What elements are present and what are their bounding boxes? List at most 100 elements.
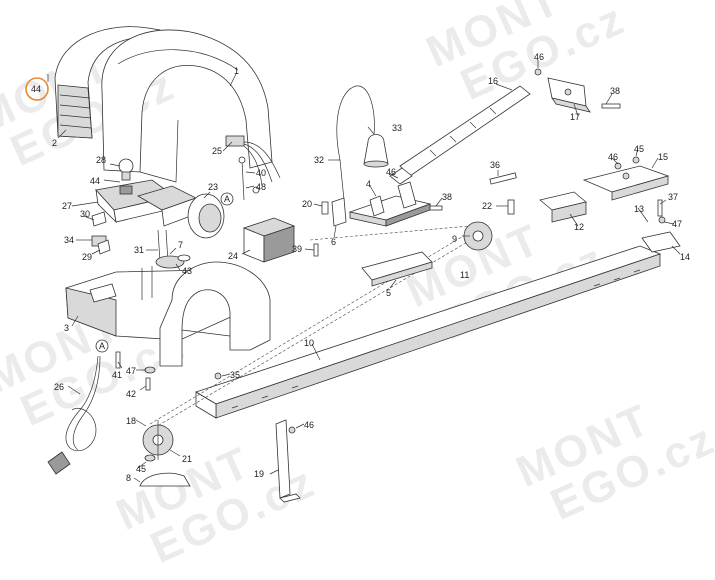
label-8: 8 xyxy=(126,473,131,483)
label-40: 40 xyxy=(256,168,266,178)
label-48: 48 xyxy=(256,182,266,192)
rail-part xyxy=(195,245,662,419)
bracket-part-12 xyxy=(539,191,587,223)
label-38-b: 38 xyxy=(610,86,620,96)
label-2: 2 xyxy=(52,138,57,148)
label-4: 4 xyxy=(366,179,371,189)
label-9: 9 xyxy=(452,234,457,244)
exploded-parts-diagram: 44 2 1 28 44 27 30 34 29 25 40 48 23 A 3… xyxy=(25,26,690,503)
label-13: 13 xyxy=(634,204,644,214)
small-part-30 xyxy=(91,211,107,227)
label-25: 25 xyxy=(212,146,222,156)
label-37: 37 xyxy=(668,192,678,202)
label-28: 28 xyxy=(96,155,106,165)
bracket-part-6 xyxy=(331,197,347,227)
hanger-strap-part-19 xyxy=(275,419,301,503)
carriage-part-4 xyxy=(348,181,432,227)
label-44-highlight: 44 xyxy=(31,84,41,94)
leader-lines xyxy=(47,60,681,483)
label-46-c: 46 xyxy=(608,152,618,162)
label-27: 27 xyxy=(62,201,72,211)
screw-part-42 xyxy=(145,377,151,391)
label-1: 1 xyxy=(234,66,239,76)
screw-part-41 xyxy=(115,351,121,369)
washer-part-47 xyxy=(144,366,156,374)
motor-part xyxy=(136,185,225,263)
label-47-a: 47 xyxy=(672,219,682,229)
label-33: 33 xyxy=(392,123,402,133)
label-11: 11 xyxy=(460,270,469,280)
washer-part-45b xyxy=(144,454,156,462)
handle-bell-part xyxy=(363,134,389,168)
bolt-part-38a xyxy=(429,205,443,211)
label-3: 3 xyxy=(64,323,69,333)
nut-part-45a xyxy=(632,156,640,164)
highlight-ring-44 xyxy=(25,77,49,101)
label-36: 36 xyxy=(490,160,500,170)
door-bracket-part xyxy=(547,77,591,113)
label-19: 19 xyxy=(254,469,264,479)
label-30: 30 xyxy=(80,209,90,219)
bracket-part-14 xyxy=(641,231,681,253)
label-29: 29 xyxy=(82,252,92,262)
nut-part-46b xyxy=(534,68,542,76)
label-26: 26 xyxy=(54,382,64,392)
label-14: 14 xyxy=(680,252,690,262)
bolt-part-37 xyxy=(657,199,663,217)
power-cord-part xyxy=(47,340,108,475)
label-12: 12 xyxy=(574,222,584,232)
base-plate-part-8 xyxy=(139,472,191,487)
label-a-2: A xyxy=(99,341,105,351)
label-18: 18 xyxy=(126,416,136,426)
label-a-1: A xyxy=(224,194,230,204)
transformer-part xyxy=(242,217,296,263)
label-32: 32 xyxy=(314,155,324,165)
label-31: 31 xyxy=(134,245,144,255)
label-45-a: 45 xyxy=(634,144,644,154)
label-35: 35 xyxy=(230,370,240,380)
label-46-b: 46 xyxy=(534,52,544,62)
trolley-part-5 xyxy=(361,251,433,287)
label-21: 21 xyxy=(182,454,192,464)
label-15: 15 xyxy=(658,152,668,162)
label-24: 24 xyxy=(228,251,238,261)
lamp-part xyxy=(118,158,134,181)
bolt-part-38b xyxy=(601,103,621,109)
callout-labels: 44 2 1 28 44 27 30 34 29 25 40 48 23 A 3… xyxy=(31,52,690,483)
label-41: 41 xyxy=(112,370,122,380)
drive-sprocket-part xyxy=(142,420,174,460)
bolt-part-36 xyxy=(489,172,517,185)
label-46-d: 46 xyxy=(304,420,314,430)
nut-part-47a xyxy=(658,216,666,224)
spacer-part-22 xyxy=(507,199,515,215)
callout-a-ring-2 xyxy=(95,339,109,353)
label-22: 22 xyxy=(482,201,492,211)
label-10: 10 xyxy=(304,338,314,348)
screw-part-39 xyxy=(313,243,319,257)
label-38-a: 38 xyxy=(442,192,452,202)
nut-part-46c xyxy=(614,162,622,170)
release-cord-part xyxy=(336,85,375,201)
label-46-a: 46 xyxy=(386,167,396,177)
pin-part-20 xyxy=(321,201,329,215)
wire-harness-part xyxy=(225,135,281,201)
label-16: 16 xyxy=(488,76,498,86)
label-23: 23 xyxy=(208,182,218,192)
header-bracket-part-15 xyxy=(582,165,670,201)
label-39: 39 xyxy=(292,244,302,254)
nut-part-46d xyxy=(288,426,296,434)
callout-a-ring-1 xyxy=(220,192,234,206)
label-5: 5 xyxy=(386,288,391,298)
label-34: 34 xyxy=(64,235,74,245)
label-45-b: 45 xyxy=(136,464,146,474)
sprocket-part-9 xyxy=(463,221,493,251)
label-42: 42 xyxy=(126,389,136,399)
label-20: 20 xyxy=(302,199,312,209)
label-43: 43 xyxy=(182,266,192,276)
door-arm-part xyxy=(389,85,531,185)
nut-part-35 xyxy=(214,372,222,380)
label-44: 44 xyxy=(90,176,100,186)
label-6: 6 xyxy=(331,237,336,247)
label-7: 7 xyxy=(178,240,183,250)
label-47-b: 47 xyxy=(126,366,136,376)
